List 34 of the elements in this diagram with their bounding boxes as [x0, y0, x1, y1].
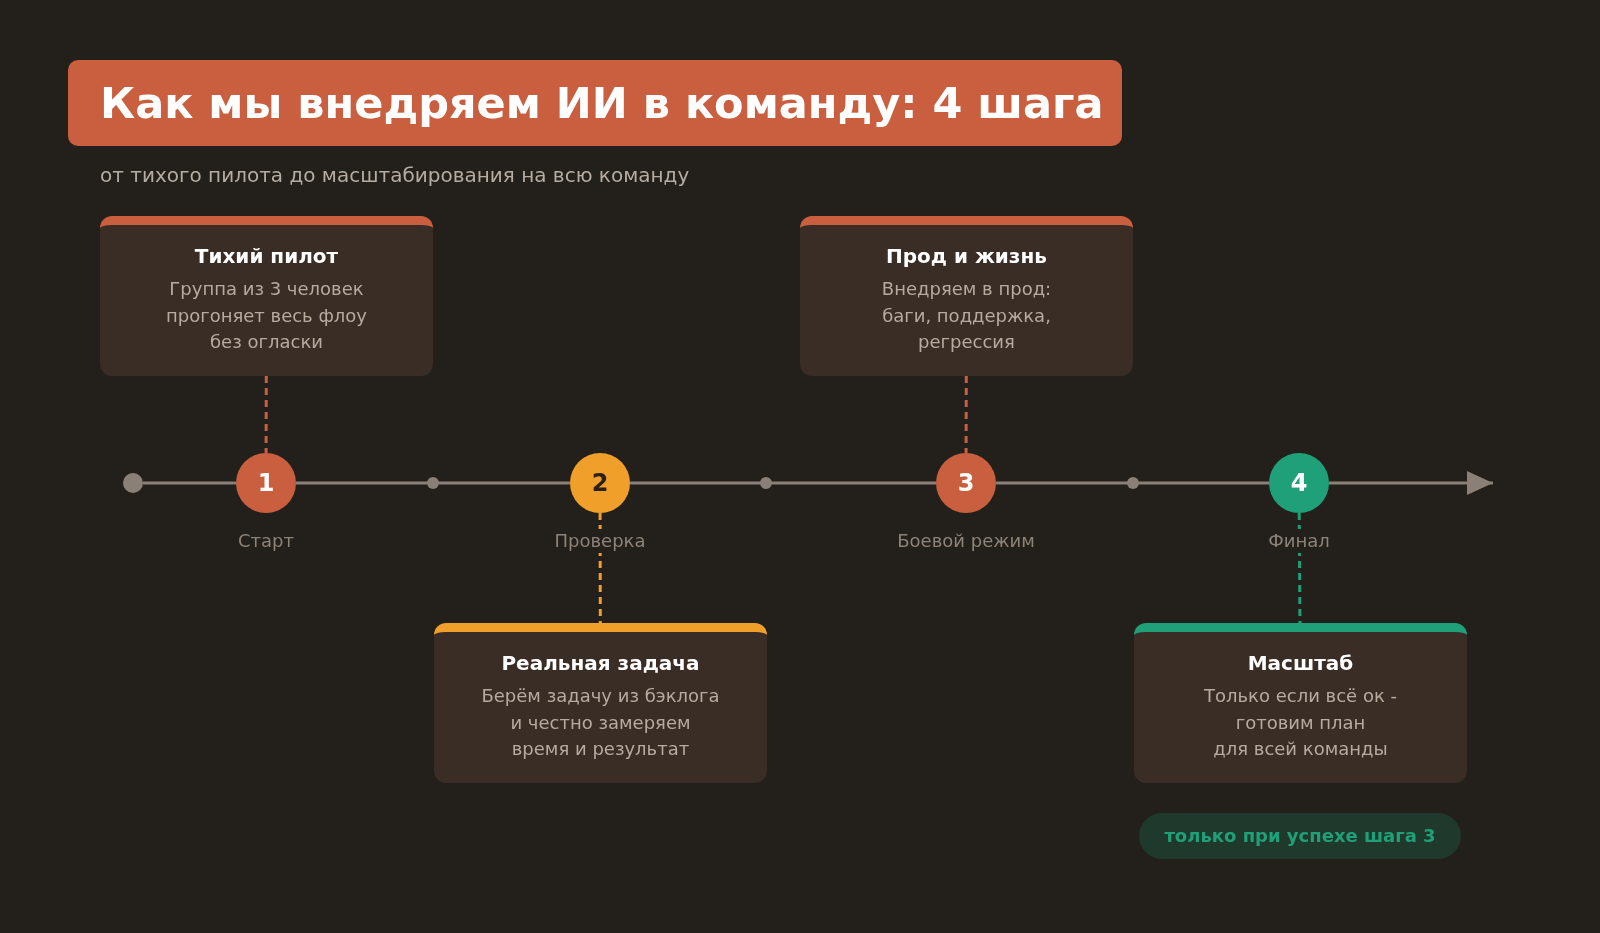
title-banner: Как мы внедряем ИИ в команду: 4 шага [68, 60, 1122, 146]
step-card [100, 216, 433, 376]
card-description: Внедряем в прод: баги, поддержка, регрессия [881, 277, 1052, 354]
step-card [800, 216, 1133, 376]
dashed-connector [598, 513, 602, 623]
step-number: 2 [591, 469, 609, 497]
card-description: Берём задачу из бэклога и честно замеряем время и результат [481, 684, 720, 761]
step-circle [1269, 453, 1329, 513]
card-description: Группа из 3 человек прогоняет весь флоу без огласки [166, 277, 367, 354]
step-circle [936, 453, 996, 513]
step-card [434, 623, 767, 783]
card-title: Тихий пилот [193, 243, 340, 269]
step-circle [236, 453, 296, 513]
step-number: 1 [257, 469, 275, 497]
timeline-line [630, 481, 936, 485]
subtitle: от тихого пилота до масштабирования на всю команду [100, 162, 690, 189]
card-description: Только если всё ок - готовим план для всей команды [1204, 684, 1397, 761]
condition-text: только при успехе шага 3 [1164, 824, 1436, 848]
timeline-start-dot [123, 473, 143, 493]
dashed-connector [1297, 513, 1302, 623]
condition-tag [1139, 813, 1461, 859]
card-title: Реальная задача [500, 650, 701, 676]
step-circle [570, 453, 630, 513]
card-title: Масштаб [1246, 650, 1355, 676]
timeline-line [296, 481, 570, 485]
timeline-arrow [1329, 471, 1493, 495]
dashed-connector [964, 376, 968, 453]
step-number: 3 [957, 469, 975, 497]
dashed-connector [264, 376, 268, 453]
step-number: 4 [1290, 469, 1308, 497]
step-card [1134, 623, 1467, 783]
card-title: Прод и жизнь [885, 243, 1048, 269]
timeline-line [996, 481, 1269, 485]
timeline-line [143, 481, 236, 485]
